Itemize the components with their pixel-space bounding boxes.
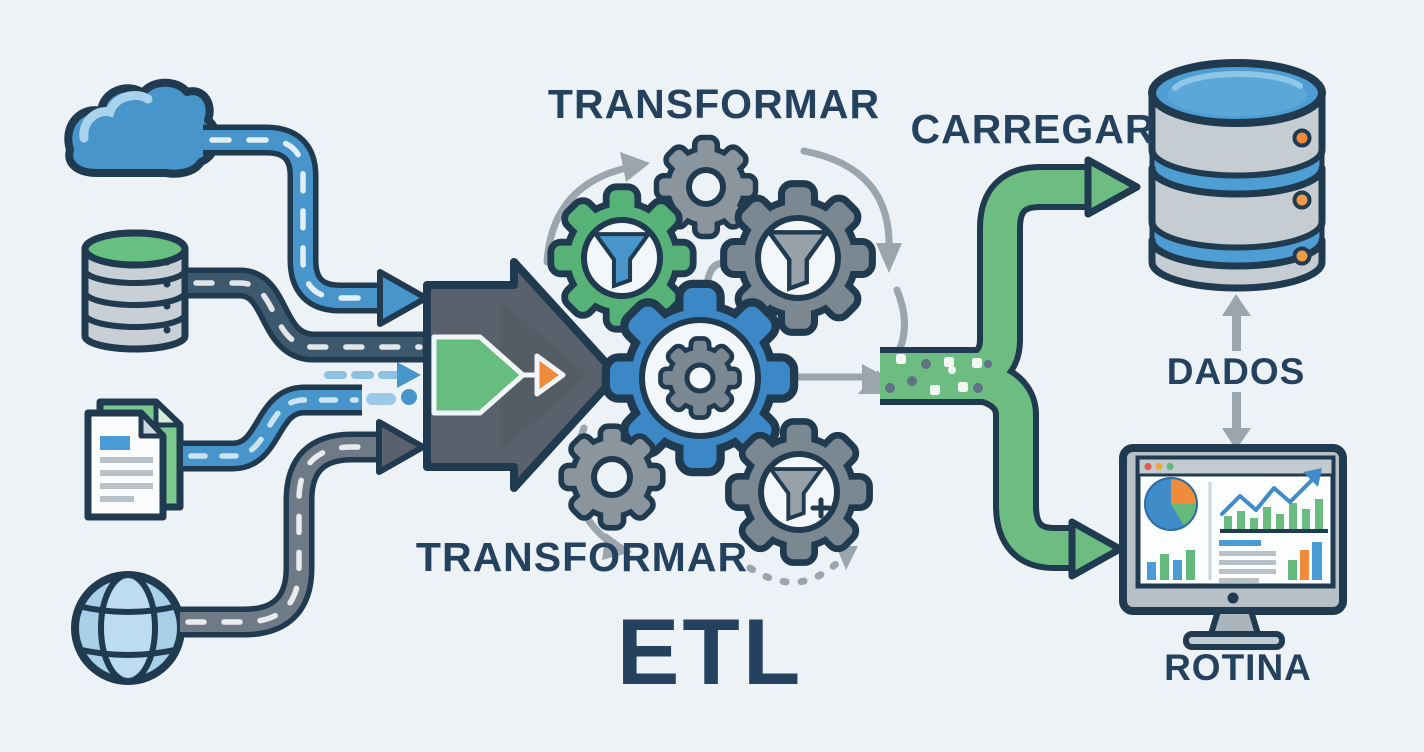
label-transformar-bottom: TRANSFORMAR [416,534,748,580]
trend-chart [1220,468,1328,533]
pie-chart [1144,477,1198,531]
inner-orange-arrow [534,353,566,397]
report-lines [1219,540,1276,583]
globe-icon [71,571,185,685]
load-pipe-arrowhead-monitor [1068,518,1124,580]
inner-green-funnel [431,334,526,416]
dashboard-monitor-icon [1119,444,1347,650]
merge-funnel-arrow-icon [423,258,621,492]
database-stack-icon [1148,59,1326,292]
label-etl: ETL [617,599,804,704]
cloud-pipe-arrowhead [377,269,429,327]
cloud-pipe [203,124,429,327]
cloud-icon [64,78,221,178]
label-transformar-top: TRANSFORMAR [548,81,880,127]
load-pipe-arrowhead-db [1084,156,1141,218]
gear-icon-small-bottom [564,429,660,525]
dados-arrows [1222,294,1251,450]
dashed-flow-arrow [324,362,421,388]
database-icon [81,229,189,353]
globe-pipe-arrowhead [376,419,426,475]
label-rotina: ROTINA [1164,647,1312,688]
funnel-gear-icon-green [554,190,690,326]
load-pipe [880,156,1141,580]
plus-funnel-gear-icon [732,425,866,559]
database-pipe [188,267,424,363]
pipe-dot [401,389,417,405]
pipe-circuit-dots [885,354,992,395]
mini-bar-chart-right [1288,542,1322,580]
gear-icon-blue-main [610,288,790,468]
globe-pipe [180,419,426,638]
label-dados: DADOS [1167,351,1306,392]
gear-icon-small-top [659,140,753,234]
label-carregar: CARREGAR [911,106,1156,152]
funnel-gear-icon-gray [727,187,869,329]
documents-pipe [183,384,417,472]
mini-bar-chart-left [1147,550,1195,580]
documents-icon [84,398,184,521]
